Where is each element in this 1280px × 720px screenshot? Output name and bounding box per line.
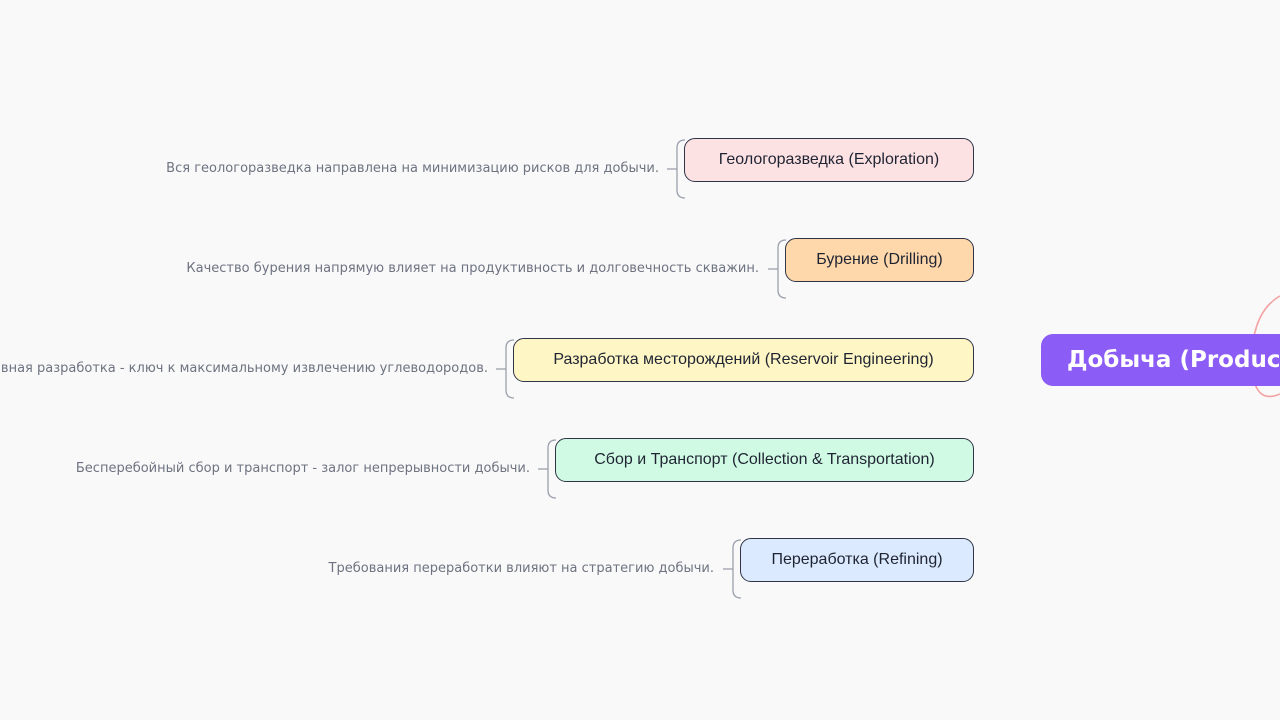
node-reservoir[interactable]: Разработка месторождений (Reservoir Engi… bbox=[513, 338, 974, 382]
note-reservoir: Эффективная разработка - ключ к максимал… bbox=[0, 361, 488, 376]
central-topic[interactable]: Добыча (Production) bbox=[1041, 334, 1280, 386]
node-drilling[interactable]: Бурение (Drilling) bbox=[785, 238, 974, 282]
note-refining: Требования переработки влияют на стратег… bbox=[328, 561, 714, 576]
note-collection: Бесперебойный сбор и транспорт - залог н… bbox=[75, 461, 530, 476]
note-exploration: Вся геологоразведка направлена на миними… bbox=[166, 161, 659, 176]
node-collection[interactable]: Сбор и Транспорт (Collection & Transport… bbox=[555, 438, 974, 482]
node-refining[interactable]: Переработка (Refining) bbox=[740, 538, 974, 582]
node-exploration[interactable]: Геологоразведка (Exploration) bbox=[684, 138, 974, 182]
note-drilling: Качество бурения напрямую влияет на прод… bbox=[186, 261, 759, 276]
